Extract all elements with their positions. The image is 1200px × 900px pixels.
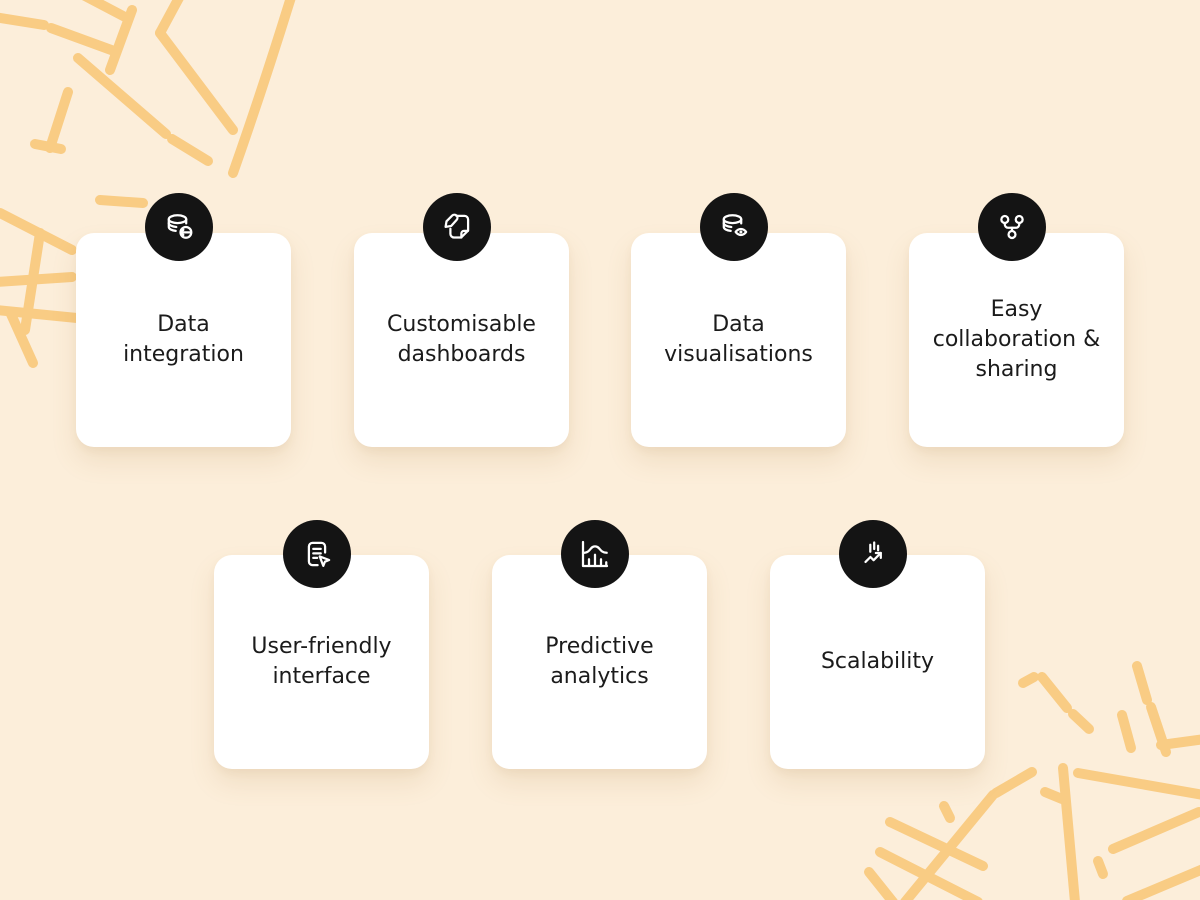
icon-badge: [977, 193, 1046, 261]
note-edit-icon: [443, 213, 469, 239]
feature-card-easy-collaboration: Easy collaboration & sharing: [909, 193, 1124, 447]
icon-badge: [282, 520, 351, 588]
chart-histogram-icon: [581, 540, 608, 568]
feature-label: Data integration: [123, 312, 244, 367]
database-sync-icon: [167, 214, 192, 239]
chart-growth-icon: [863, 541, 882, 564]
document-cursor-icon: [307, 541, 330, 567]
icon-badge: [560, 520, 629, 588]
feature-card-customisable-dashboards: Customisable dashboards: [354, 193, 569, 447]
icon-badge: [422, 193, 491, 261]
feature-card-predictive-analytics: Predictive analytics: [492, 520, 707, 769]
icon-badge: [144, 193, 213, 261]
feature-card-user-friendly-interface: User-friendly interface: [214, 520, 429, 769]
feature-card-data-integration: Data integration: [76, 193, 291, 447]
feature-card-scalability: Scalability: [770, 520, 985, 769]
feature-label: Scalability: [820, 649, 935, 674]
icon-badge: [699, 193, 768, 261]
feature-label: Predictive analytics: [545, 634, 654, 689]
feature-label: User-friendly interface: [251, 634, 392, 689]
feature-card-data-visualisations: Data visualisations: [631, 193, 846, 447]
feature-label: Easy collaboration & sharing: [932, 297, 1101, 382]
database-view-icon: [722, 214, 747, 237]
feature-label: Customisable dashboards: [387, 312, 536, 367]
icon-badge: [838, 520, 907, 588]
feature-label: Data visualisations: [664, 312, 813, 367]
share-network-icon: [999, 214, 1024, 240]
